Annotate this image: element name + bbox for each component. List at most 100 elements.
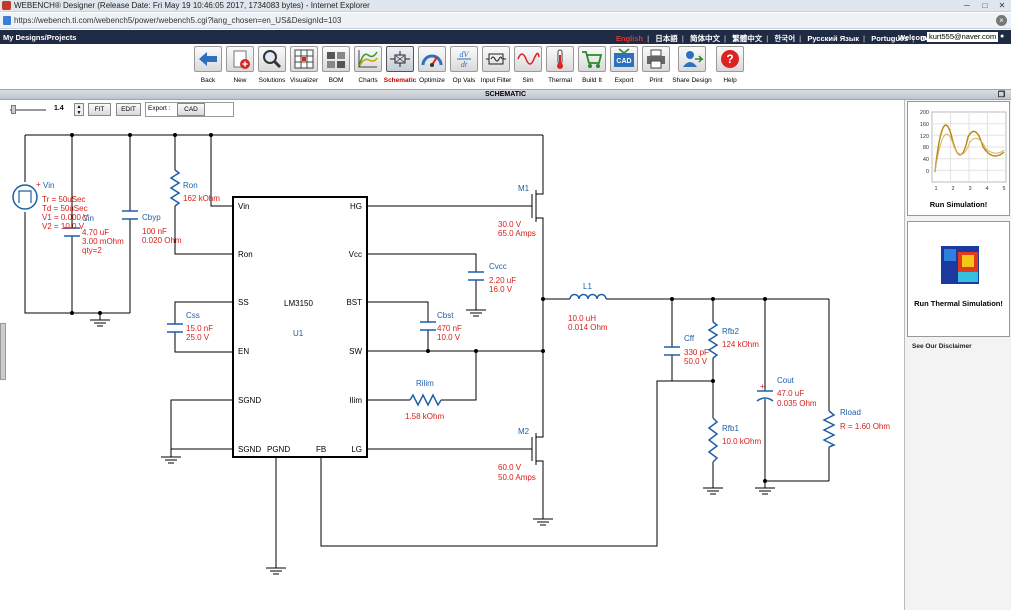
svg-text:0.020 Ohm: 0.020 Ohm <box>142 236 182 245</box>
thermal-button[interactable]: Thermal <box>545 46 575 84</box>
svg-text:2.20 uF: 2.20 uF <box>489 276 516 285</box>
m1-label: M1 <box>518 184 530 193</box>
svg-text:V1 = 0.000 V: V1 = 0.000 V <box>42 213 89 222</box>
svg-text:124 kOhm: 124 kOhm <box>722 340 759 349</box>
svg-text:1.58 kOhm: 1.58 kOhm <box>405 412 444 421</box>
svg-text:10.0 uH: 10.0 uH <box>568 314 596 323</box>
css-label: Css <box>186 311 200 320</box>
visualizer-button[interactable]: Visualizer <box>289 46 319 84</box>
my-designs-link[interactable]: My Designs/Projects <box>3 33 77 42</box>
svg-text:30.0 V: 30.0 V <box>498 220 522 229</box>
edit-button[interactable]: EDIT <box>116 103 141 116</box>
user-account-link[interactable]: kurt555@naver.com <box>927 32 999 42</box>
svg-text:47.0 uF: 47.0 uF <box>777 389 804 398</box>
svg-text:PGND: PGND <box>267 445 290 454</box>
lang-portuguese[interactable]: Português <box>871 34 909 43</box>
schematic-canvas[interactable]: + Vin Tr = 50uSec Td = 50uSec V1 = 0.000… <box>0 118 903 610</box>
lang-traditional-chinese[interactable]: 繁體中文 <box>732 34 763 43</box>
svg-text:dV: dV <box>460 50 470 59</box>
svg-text:470 nF: 470 nF <box>437 324 462 333</box>
charts-button[interactable]: Charts <box>353 46 383 84</box>
help-button[interactable]: ? Help <box>715 46 745 84</box>
minimize-icon[interactable]: ─ <box>964 1 970 10</box>
zoom-slider-track[interactable] <box>10 109 46 111</box>
ic-part-name: LM3150 <box>284 299 313 308</box>
new-button[interactable]: New <box>225 46 255 84</box>
charts-icon <box>354 46 382 72</box>
cvcc-label: Cvcc <box>489 262 507 271</box>
svg-text:330 pF: 330 pF <box>684 348 709 357</box>
top-nav-bar: My Designs/Projects English| 日本語| 简体中文| … <box>0 30 1011 44</box>
svg-text:SGND: SGND <box>238 396 261 405</box>
svg-text:120: 120 <box>920 134 929 140</box>
lang-simplified-chinese[interactable]: 简体中文 <box>690 34 720 43</box>
cff-label: Cff <box>684 334 695 343</box>
input-filter-button[interactable]: Input Filter <box>481 46 511 84</box>
svg-text:LG: LG <box>351 445 362 454</box>
svg-text:16.0 V: 16.0 V <box>489 285 513 294</box>
run-simulation-card[interactable]: 200 160 120 80 40 0 1 2 3 4 5 Run Simula… <box>907 101 1010 216</box>
fit-button[interactable]: FIT <box>88 103 111 116</box>
stop-close-icon[interactable]: × <box>996 15 1007 26</box>
schematic-button[interactable]: Schematic <box>384 46 416 84</box>
lang-korean[interactable]: 한국어 <box>774 34 796 43</box>
zoom-spinner[interactable]: ▲▼ <box>74 103 84 116</box>
lang-japanese[interactable]: 日本語 <box>655 34 678 43</box>
solutions-button[interactable]: Solutions <box>257 46 287 84</box>
svg-text:SGND: SGND <box>238 445 261 454</box>
schematic-title: SCHEMATIC <box>484 91 527 98</box>
cart-icon <box>578 46 606 72</box>
maximize-icon[interactable]: □ <box>982 1 988 10</box>
share-user-icon <box>678 46 706 72</box>
left-panel-handle[interactable] <box>0 323 6 380</box>
lang-russian[interactable]: Русский Язык <box>807 34 859 43</box>
welcome-label: Welcome <box>898 33 931 42</box>
bom-button[interactable]: BOM <box>321 46 351 84</box>
print-button[interactable]: Print <box>641 46 671 84</box>
svg-text:Td = 50uSec: Td = 50uSec <box>42 204 88 213</box>
svg-text:?: ? <box>726 52 733 66</box>
svg-text:3.00 mOhm: 3.00 mOhm <box>82 237 124 246</box>
account-dropdown-icon[interactable]: ● <box>1000 33 1005 40</box>
svg-text:100 nF: 100 nF <box>142 227 167 236</box>
close-icon[interactable]: ✕ <box>998 1 1006 10</box>
optimize-button[interactable]: Optimize <box>417 46 447 84</box>
export-button[interactable]: CAD Export <box>609 46 639 84</box>
sim-button[interactable]: Sim <box>513 46 543 84</box>
thermometer-icon <box>546 46 574 72</box>
run-simulation-link[interactable]: Run Simulation! <box>929 200 988 209</box>
disclaimer-link[interactable]: See Our Disclaimer <box>912 343 972 350</box>
cad-button[interactable]: CAD <box>177 103 205 116</box>
magnifier-icon <box>258 46 286 72</box>
svg-text:V2 = 10.0 V: V2 = 10.0 V <box>42 222 85 231</box>
run-thermal-card[interactable]: Run Thermal Simulation! <box>907 221 1010 337</box>
main-toolbar: Back New Solutions Visualizer BOM Charts… <box>0 44 1011 89</box>
address-bar[interactable]: https://webench.ti.com/webench5/power/we… <box>0 13 1011 29</box>
run-thermal-link[interactable]: Run Thermal Simulation! <box>914 299 1003 308</box>
restore-window-icon[interactable]: ❐ <box>997 90 1005 99</box>
zoom-value: 1.4 <box>54 105 64 112</box>
vin-label: Vin <box>43 181 54 190</box>
svg-text:qty=2: qty=2 <box>82 246 102 255</box>
zoom-slider-handle[interactable] <box>11 105 16 114</box>
l1-label: L1 <box>583 282 592 291</box>
lang-english[interactable]: English <box>616 34 644 43</box>
build-it-button[interactable]: Build It <box>577 46 607 84</box>
schematic-icon <box>386 46 414 72</box>
url-text[interactable]: https://webench.ti.com/webench5/power/we… <box>14 16 342 25</box>
svg-text:HG: HG <box>350 202 362 211</box>
visualizer-grid-icon <box>290 46 318 72</box>
back-button[interactable]: Back <box>193 46 223 84</box>
svg-text:10.0 kOhm: 10.0 kOhm <box>722 437 761 446</box>
svg-text:dt: dt <box>461 60 468 69</box>
schematic-diagram: + Vin Tr = 50uSec Td = 50uSec V1 = 0.000… <box>12 133 890 575</box>
svg-text:50.0 V: 50.0 V <box>684 357 708 366</box>
svg-text:2: 2 <box>951 186 954 192</box>
share-design-button[interactable]: Share Design <box>672 46 712 84</box>
svg-text:200: 200 <box>920 110 929 116</box>
rfb2-label: Rfb2 <box>722 327 739 336</box>
export-label: Export : <box>148 105 171 112</box>
svg-text:SS: SS <box>238 298 249 307</box>
svg-text:EN: EN <box>238 347 249 356</box>
